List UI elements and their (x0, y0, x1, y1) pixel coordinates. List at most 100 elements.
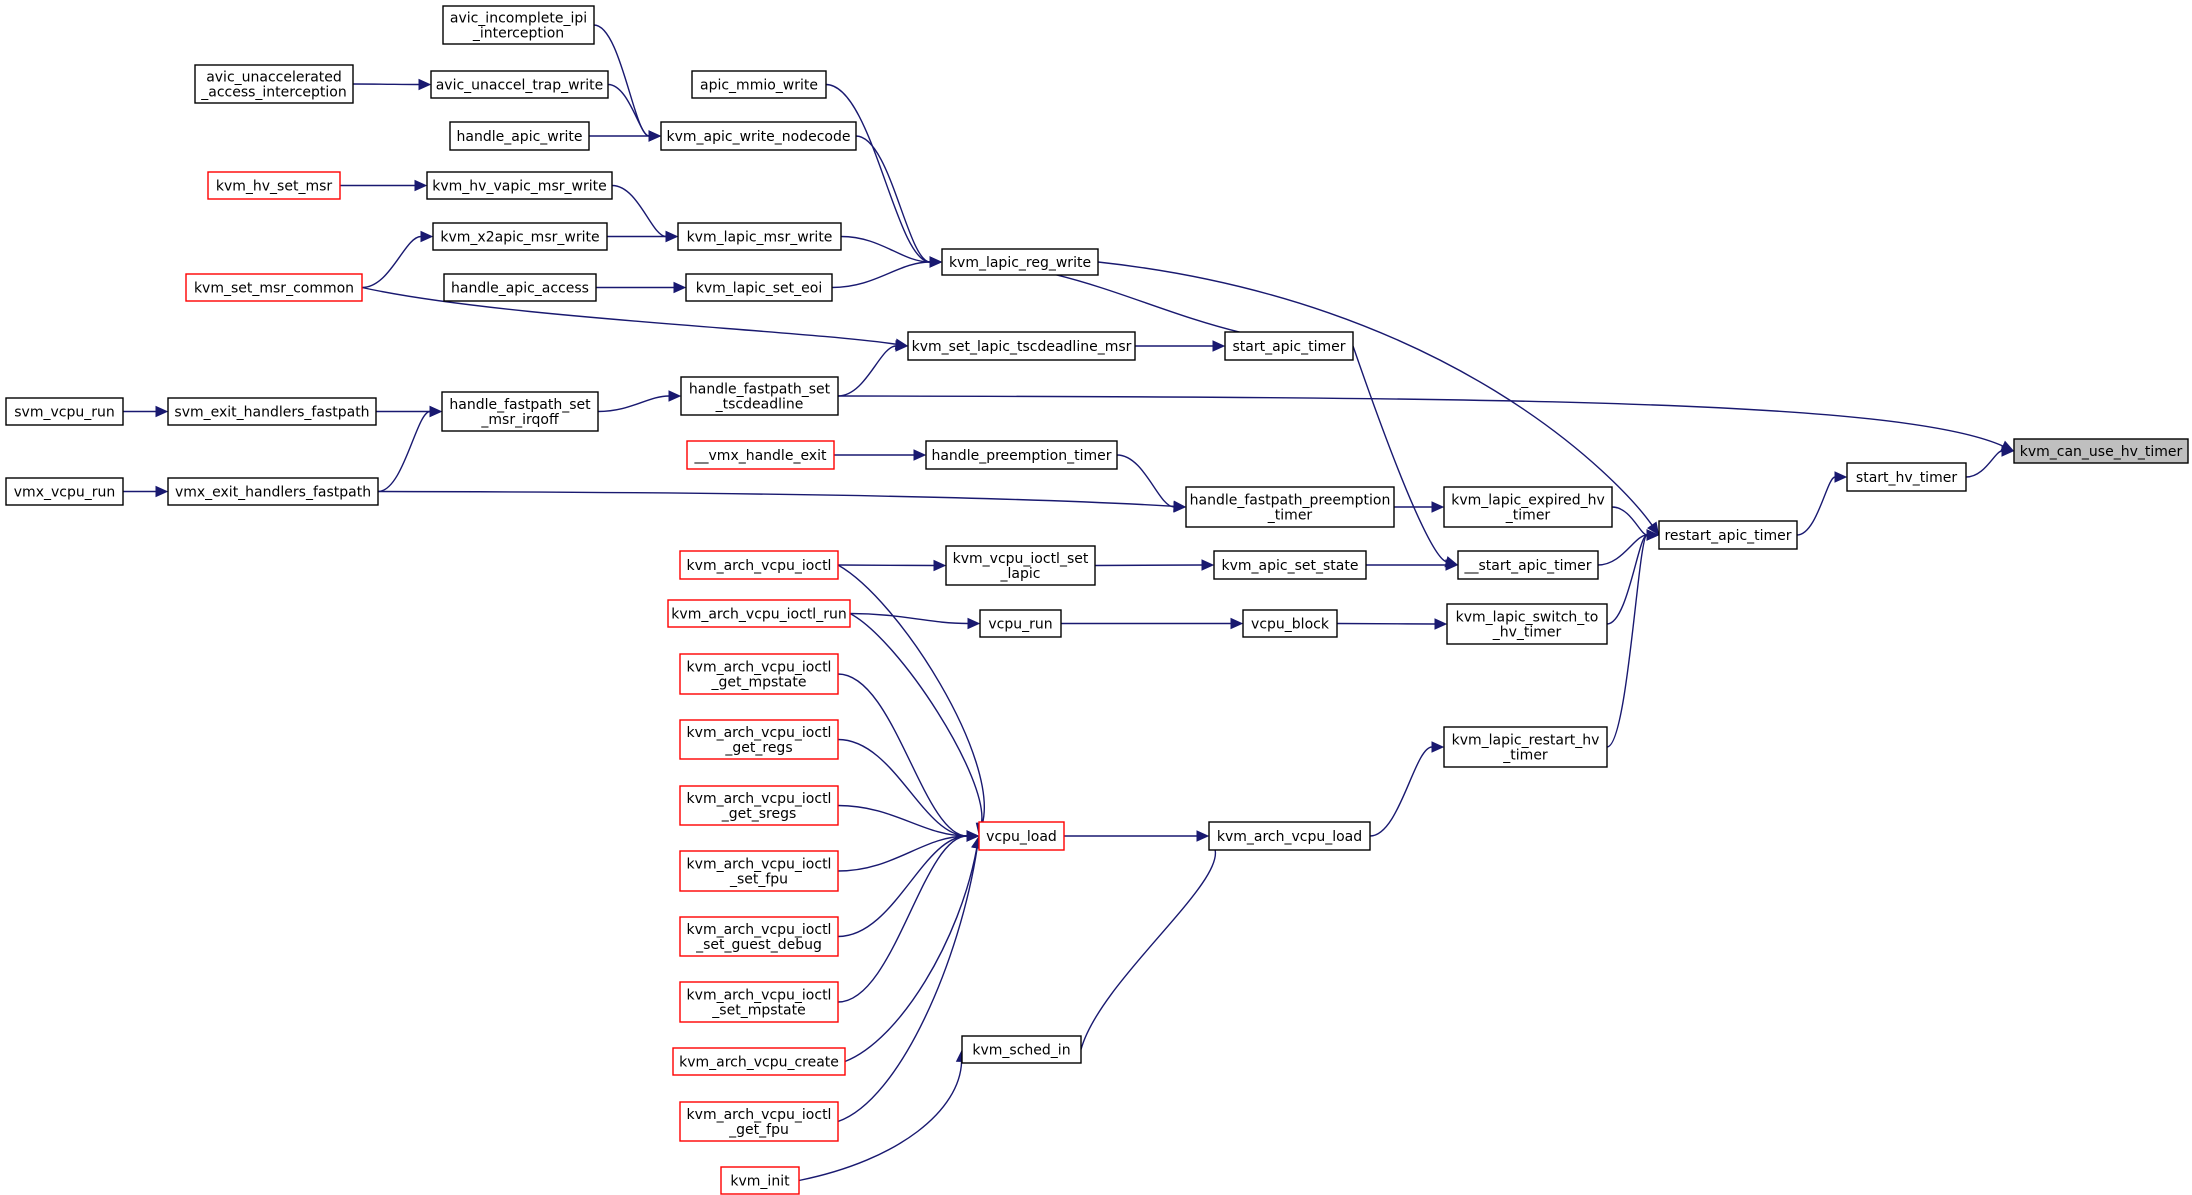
edge-set_fpu-to-vcpu_load (837, 835, 968, 872)
node-kvm_lapic_restart_hv_timer[interactable]: kvm_lapic_restart_hv_timer (1443, 726, 1608, 768)
node-get_regs[interactable]: kvm_arch_vcpu_ioctl_get_regs (679, 719, 839, 760)
node-label: start_apic_timer (1232, 339, 1345, 355)
node-__vmx_handle_exit[interactable]: __vmx_handle_exit (686, 440, 835, 470)
node-kvm_arch_vcpu_load[interactable]: kvm_arch_vcpu_load (1208, 821, 1371, 851)
node-handle_fastpath_set_msr_irqoff[interactable]: handle_fastpath_set_msr_irqoff (441, 391, 599, 432)
node-kvm_set_lapic_tscdeadline_msr[interactable]: kvm_set_lapic_tscdeadline_msr (907, 331, 1136, 361)
node-label: vcpu_load (986, 829, 1057, 845)
node-box-apic_mmio_write (691, 70, 827, 99)
node-handle_preemption_timer[interactable]: handle_preemption_timer (925, 440, 1118, 470)
node-set_guest_debug[interactable]: kvm_arch_vcpu_ioctl_set_guest_debug (679, 916, 839, 957)
node-svm_exit_handlers_fastpath[interactable]: svm_exit_handlers_fastpath (167, 397, 377, 426)
node-start_hv_timer[interactable]: start_hv_timer (1846, 462, 1967, 492)
node-box-kvm_lapic_expired_hv_timer (1443, 486, 1613, 528)
arrowhead-restart_apic_timer-to-start_hv_timer (1834, 471, 1848, 483)
node-label: _set_mpstate (711, 1003, 805, 1019)
edge-get_regs-to-vcpu_load (837, 738, 968, 837)
node-box-kvm_arch_vcpu_load (1208, 821, 1371, 851)
node-kvm_set_msr_common[interactable]: kvm_set_msr_common (185, 273, 363, 302)
node-label: kvm_arch_vcpu_ioctl (687, 1107, 832, 1123)
node-kvm_hv_vapic_msr_write[interactable]: kvm_hv_vapic_msr_write (426, 171, 613, 200)
node-kvm_can_use_hv_timer[interactable]: kvm_can_use_hv_timer (2013, 438, 2189, 464)
node-vmx_exit_handlers_fastpath[interactable]: vmx_exit_handlers_fastpath (167, 477, 379, 506)
arrowhead-vmx_vcpu_run-to-vmx_exit_handlers_fastpath (155, 485, 169, 498)
node-kvm_x2apic_msr_write[interactable]: kvm_x2apic_msr_write (432, 222, 608, 251)
edge-kvm_arch_vcpu_ioctl-to-vcpu_load (837, 564, 985, 825)
node-handle_fastpath_set_tscdeadline[interactable]: handle_fastpath_set_tscdeadline (680, 376, 839, 416)
node-kvm_lapic_reg_write[interactable]: kvm_lapic_reg_write (941, 248, 1099, 276)
node-kvm_arch_vcpu_ioctl[interactable]: kvm_arch_vcpu_ioctl (679, 550, 839, 580)
node-label: handle_preemption_timer (931, 448, 1111, 464)
node-label: kvm_apic_write_nodecode (667, 129, 851, 145)
node-get_sregs[interactable]: kvm_arch_vcpu_ioctl_get_sregs (679, 785, 839, 826)
node-handle_apic_access[interactable]: handle_apic_access (443, 273, 597, 302)
node-label: kvm_vcpu_ioctl_set (953, 551, 1089, 567)
node-avic_incomplete_ipi[interactable]: avic_incomplete_ipi_interception (442, 5, 595, 45)
node-set_fpu[interactable]: kvm_arch_vcpu_ioctl_set_fpu (679, 850, 839, 892)
node-box-vcpu_run (979, 609, 1062, 638)
node-kvm_arch_vcpu_ioctl_run[interactable]: kvm_arch_vcpu_ioctl_run (667, 599, 851, 628)
arrowhead-kvm_set_lapic_tscdeadline_msr-to-start_apic_timer (1212, 340, 1226, 352)
arrowhead-kvm_arch_vcpu_ioctl_run-to-vcpu_run (967, 617, 981, 630)
node-box-kvm_lapic_switch_to_hv_timer (1446, 603, 1608, 645)
edges-layer (122, 24, 2015, 1182)
node-handle_fastpath_preemption_timer[interactable]: handle_fastpath_preemption_timer (1185, 486, 1395, 528)
node-box-handle_fastpath_set_tscdeadline (680, 376, 839, 416)
node-box-kvm_x2apic_msr_write (432, 222, 608, 251)
node-label: kvm_arch_vcpu_ioctl_run (671, 607, 846, 623)
node-vcpu_run[interactable]: vcpu_run (979, 609, 1062, 638)
node-box-set_mpstate (679, 981, 839, 1023)
node-kvm_lapic_msr_write[interactable]: kvm_lapic_msr_write (677, 222, 842, 251)
node-kvm_sched_in[interactable]: kvm_sched_in (961, 1035, 1082, 1064)
arrowhead-handle_fastpath_set_msr_irqoff-to-handle_fastpath_set_tscdeadline (668, 390, 682, 402)
node-get_fpu[interactable]: kvm_arch_vcpu_ioctl_get_fpu (679, 1101, 839, 1142)
arrowhead-kvm_arch_vcpu_ioctl-to-kvm_vcpu_ioctl_set_lapic (933, 559, 947, 572)
edge-handle_fastpath_set_msr_irqoff-to-handle_fastpath_set_tscdeadline (597, 395, 670, 413)
node-kvm_apic_set_state[interactable]: kvm_apic_set_state (1213, 550, 1367, 580)
node-kvm_vcpu_ioctl_set_lapic[interactable]: kvm_vcpu_ioctl_set_lapic (945, 545, 1096, 586)
node-label: __start_apic_timer (1463, 558, 1591, 574)
node-label: kvm_set_msr_common (194, 281, 354, 297)
node-label: handle_fastpath_preemption (1190, 493, 1391, 509)
arrowhead-handle_fastpath_set_tscdeadline-to-kvm_can_use_hv_timer (2000, 440, 2015, 452)
node-label: _timer (1267, 508, 1313, 524)
node-label: kvm_arch_vcpu_ioctl (687, 725, 832, 741)
node-label: kvm_lapic_msr_write (687, 230, 833, 246)
node-label: _get_fpu (728, 1122, 789, 1138)
node-vmx_vcpu_run[interactable]: vmx_vcpu_run (5, 477, 124, 506)
node-vcpu_load[interactable]: vcpu_load (978, 821, 1065, 851)
node-box-set_guest_debug (679, 916, 839, 957)
edge-start_hv_timer-to-kvm_can_use_hv_timer (1965, 450, 2003, 478)
node-__start_apic_timer[interactable]: __start_apic_timer (1457, 550, 1599, 580)
node-kvm_arch_vcpu_create[interactable]: kvm_arch_vcpu_create (672, 1047, 846, 1076)
node-box-kvm_lapic_set_eoi (685, 273, 833, 302)
node-box-kvm_lapic_reg_write (941, 248, 1099, 276)
node-box-vmx_vcpu_run (5, 477, 124, 506)
edge-kvm_set_msr_common-to-kvm_x2apic_msr_write (361, 235, 422, 289)
node-svm_vcpu_run[interactable]: svm_vcpu_run (5, 397, 124, 426)
edge-avic_unaccel_trap_write-to-kvm_apic_write_nodecode (607, 83, 650, 137)
node-box-start_hv_timer (1846, 462, 1967, 492)
node-kvm_hv_set_msr[interactable]: kvm_hv_set_msr (207, 171, 341, 200)
node-handle_apic_write[interactable]: handle_apic_write (449, 121, 590, 151)
node-vcpu_block[interactable]: vcpu_block (1242, 609, 1338, 638)
node-restart_apic_timer[interactable]: restart_apic_timer (1658, 520, 1798, 550)
edge-handle_preemption_timer-to-handle_fastpath_preemption_timer (1116, 454, 1175, 508)
edge-handle_fastpath_set_tscdeadline-to-kvm_can_use_hv_timer (837, 395, 2004, 447)
node-kvm_apic_write_nodecode[interactable]: kvm_apic_write_nodecode (660, 121, 857, 151)
node-box-start_apic_timer (1224, 331, 1354, 361)
node-avic_unaccel_trap_write[interactable]: avic_unaccel_trap_write (430, 70, 609, 99)
node-kvm_lapic_expired_hv_timer[interactable]: kvm_lapic_expired_hv_timer (1443, 486, 1613, 528)
node-set_mpstate[interactable]: kvm_arch_vcpu_ioctl_set_mpstate (679, 981, 839, 1023)
node-start_apic_timer[interactable]: start_apic_timer (1224, 331, 1354, 361)
node-kvm_lapic_switch_to_hv_timer[interactable]: kvm_lapic_switch_to_hv_timer (1446, 603, 1608, 645)
node-box-get_fpu (679, 1101, 839, 1142)
node-apic_mmio_write[interactable]: apic_mmio_write (691, 70, 827, 99)
edge-get_sregs-to-vcpu_load (837, 804, 968, 837)
edge-kvm_arch_vcpu_create-to-vcpu_load (844, 847, 978, 1063)
node-kvm_lapic_set_eoi[interactable]: kvm_lapic_set_eoi (685, 273, 833, 302)
node-box-set_fpu (679, 850, 839, 892)
node-get_mpstate[interactable]: kvm_arch_vcpu_ioctl_get_mpstate (679, 653, 839, 695)
node-avic_unaccelerated[interactable]: avic_unaccelerated_access_interception (194, 64, 354, 104)
node-kvm_init[interactable]: kvm_init (720, 1166, 800, 1195)
